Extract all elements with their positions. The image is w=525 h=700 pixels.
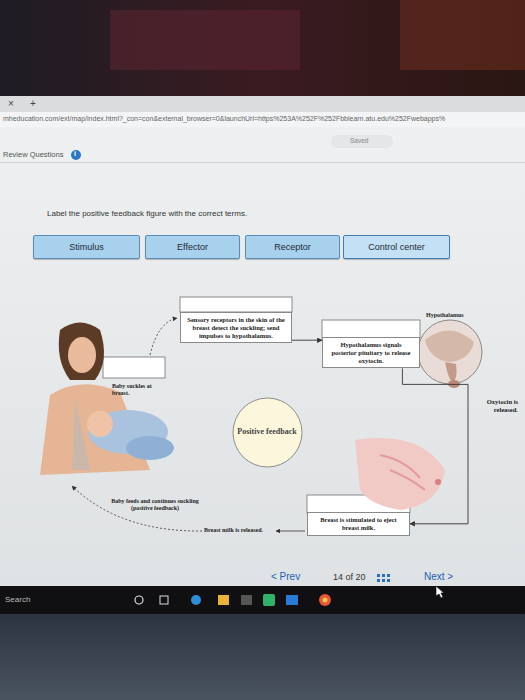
circle-shape <box>233 398 302 467</box>
node-text: Control center <box>368 242 425 252</box>
connector-arrow <box>292 340 322 341</box>
url-text: mheducation.com/ext/map/index.html?_con=… <box>3 115 445 122</box>
tab-new: + <box>30 98 36 109</box>
instruction-text: Label the positive feedback figure with … <box>47 209 247 218</box>
term-tile: Control center <box>343 235 450 259</box>
tab-close: × <box>8 98 14 109</box>
node-text: Sensory receptors in the skin of the bre… <box>185 316 287 339</box>
node-text: Stimulus <box>69 242 104 252</box>
node-text: Receptor <box>274 242 311 252</box>
term-tile: Receptor <box>245 235 340 259</box>
nav-button: Next > <box>424 571 453 582</box>
taskbar-search: Search <box>5 595 30 604</box>
info-icon: i <box>74 150 76 157</box>
term-tile: Stimulus <box>33 235 140 259</box>
term-tile: Effector <box>145 235 240 259</box>
section-heading: Review Questions <box>3 150 63 159</box>
node-text: Hypothalamus signals posterior pituitary… <box>327 341 415 364</box>
center-circle: Positive feedback <box>232 397 303 468</box>
node-text: Effector <box>177 242 208 252</box>
status-text: Saved <box>350 137 368 144</box>
edge-label: Oxytocin is released. <box>472 398 518 414</box>
step-label: Baby suckles at breast. <box>112 383 162 397</box>
step-label: Baby feeds and continues suckling (posit… <box>106 498 204 512</box>
process-box: Sensory receptors in the skin of the bre… <box>180 312 292 343</box>
part-label: Hypothalamus <box>426 312 464 319</box>
page-counter: 14 of 20 <box>333 572 366 582</box>
step-label: Breast milk is released. <box>204 527 263 534</box>
node-text: Breast is stimulated to eject breast mil… <box>312 516 405 532</box>
node-text: Positive feedback <box>237 427 296 437</box>
process-box: Hypothalamus signals posterior pituitary… <box>322 337 420 368</box>
connector-arrow <box>402 368 468 523</box>
nav-button: < Prev <box>271 571 300 582</box>
process-box: Breast is stimulated to eject breast mil… <box>307 512 410 536</box>
